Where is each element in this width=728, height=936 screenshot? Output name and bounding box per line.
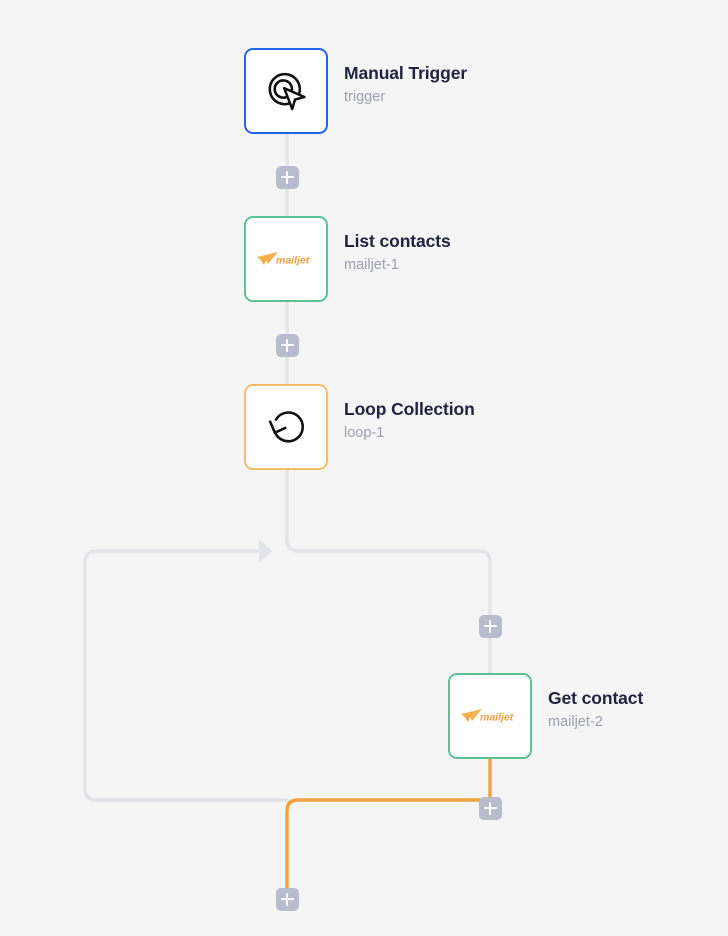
node-get-contact[interactable]: mailjet Get contact mailjet-2 (448, 673, 643, 759)
node-icon-box-get-contact[interactable]: mailjet (448, 673, 532, 759)
mailjet-logo-icon: mailjet (257, 252, 310, 267)
loop-refresh-icon (268, 411, 305, 443)
node-icon-box-loop-collection[interactable] (244, 384, 328, 470)
node-loop-collection[interactable]: Loop Collection loop-1 (244, 384, 475, 470)
node-icon-box-list-contacts[interactable]: mailjet (244, 216, 328, 302)
node-subtitle: loop-1 (344, 424, 385, 441)
node-icon-box-manual-trigger[interactable] (244, 48, 328, 134)
edge-get-contact-loopback (285, 757, 492, 895)
add-node-button-loop-done[interactable] (275, 887, 299, 911)
add-node-button-after-trigger[interactable] (275, 165, 299, 189)
edge-loop-to-get-contact (285, 468, 492, 675)
add-node-button-after-get-contact[interactable] (478, 796, 502, 820)
mailjet-logo-icon: mailjet (461, 709, 514, 724)
node-subtitle: mailjet-1 (344, 256, 399, 273)
node-label-group-manual-trigger: Manual Trigger trigger (344, 48, 467, 108)
edge-loop-return-rail (83, 549, 289, 802)
node-subtitle: trigger (344, 88, 386, 105)
node-subtitle: mailjet-2 (548, 713, 603, 730)
svg-text:mailjet: mailjet (276, 255, 310, 267)
node-label-group-loop-collection: Loop Collection loop-1 (344, 384, 475, 444)
node-title: List contacts (344, 231, 451, 251)
node-label-group-get-contact: Get contact mailjet-2 (548, 673, 643, 733)
node-manual-trigger[interactable]: Manual Trigger trigger (244, 48, 467, 134)
manual-trigger-cursor-icon (268, 72, 306, 111)
node-title: Loop Collection (344, 399, 475, 419)
node-title: Manual Trigger (344, 63, 468, 83)
node-title: Get contact (548, 688, 644, 708)
add-node-button-loop-branch[interactable] (478, 614, 502, 638)
add-node-button-after-list-contacts[interactable] (275, 333, 299, 357)
edge-loop-return-arrowhead (259, 539, 272, 563)
svg-text:mailjet: mailjet (480, 712, 514, 724)
node-label-group-list-contacts: List contacts mailjet-1 (344, 216, 451, 276)
node-list-contacts[interactable]: mailjet List contacts mailjet-1 (244, 216, 451, 302)
